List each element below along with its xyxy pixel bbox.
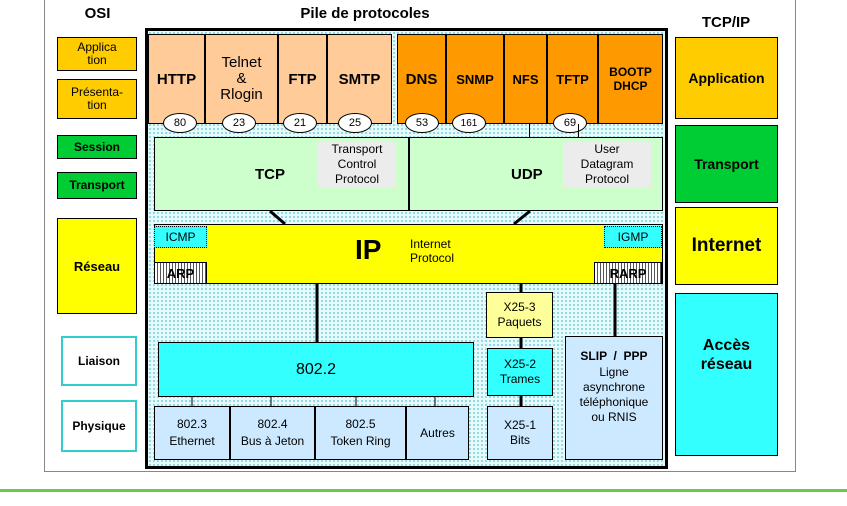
port-53: 53 xyxy=(405,113,439,133)
app-http: HTTP xyxy=(148,34,205,124)
icmp-box: ICMP xyxy=(154,226,207,248)
slip-ppp-description: Ligne asynchrone téléphonique ou RNIS xyxy=(579,365,649,424)
ip-band xyxy=(154,224,663,284)
port-161: 161 xyxy=(452,113,486,133)
osi-header: OSI xyxy=(84,5,111,22)
osi-network: Réseau xyxy=(57,218,137,314)
port-80: 80 xyxy=(163,113,197,133)
x25-bits: X25-1 Bits xyxy=(487,406,553,460)
slip-ppp-title: SLIP / PPP xyxy=(580,349,648,363)
ip-label: IP xyxy=(355,234,382,265)
ip-description: Internet Protocol xyxy=(410,237,455,265)
osi-session: Session xyxy=(57,135,137,159)
tcpip-network-access: Accès réseau xyxy=(675,293,778,456)
osi-physical: Physique xyxy=(61,400,137,452)
app-telnet-rlogin: Telnet & Rlogin xyxy=(205,34,278,124)
mac-802-5: 802.5 Token Ring xyxy=(315,406,406,460)
stack-header: Pile de protocoles xyxy=(300,5,430,22)
mac-others: Autres xyxy=(406,406,469,460)
rarp-box: RARP xyxy=(594,262,662,284)
osi-transport: Transport xyxy=(57,172,137,199)
port-21: 21 xyxy=(283,113,317,133)
connector-line xyxy=(529,124,530,137)
diagram-frame xyxy=(44,0,796,472)
x25-frames: X25-2 Trames xyxy=(487,348,553,396)
app-nfs: NFS xyxy=(504,34,547,124)
osi-presentation: Présenta- tion xyxy=(57,79,137,119)
app-snmp: SNMP xyxy=(446,34,504,124)
connector-line xyxy=(578,124,579,137)
mac-802-3: 802.3 Ethernet xyxy=(154,406,230,460)
app-bootp-dhcp: BOOTP DHCP xyxy=(598,34,663,124)
port-25: 25 xyxy=(338,113,372,133)
x25-packets: X25-3 Paquets xyxy=(486,292,553,338)
tcpip-internet: Internet xyxy=(675,207,778,285)
udp-label: UDP xyxy=(511,166,543,183)
tcp-label: TCP xyxy=(255,166,285,183)
igmp-box: IGMP xyxy=(604,226,662,248)
app-dns: DNS xyxy=(397,34,446,124)
arp-box: ARP xyxy=(154,262,207,284)
tcpip-application: Application xyxy=(675,37,778,119)
tcp-description: Transport Control Protocol xyxy=(318,142,396,187)
slip-ppp-box: SLIP / PPP Ligne asynchrone téléphonique… xyxy=(565,336,663,460)
port-69: 69 xyxy=(553,113,587,133)
tcpip-header: TCP/IP xyxy=(701,14,751,31)
app-ftp: FTP xyxy=(278,34,327,124)
udp-description: User Datagram Protocol xyxy=(563,142,651,187)
tcpip-transport: Transport xyxy=(675,125,778,203)
port-23: 23 xyxy=(222,113,256,133)
mac-802-4: 802.4 Bus à Jeton xyxy=(230,406,315,460)
osi-datalink: Liaison xyxy=(61,336,137,386)
llc-802-2: 802.2 xyxy=(158,342,474,397)
app-tftp: TFTP xyxy=(547,34,598,124)
osi-application: Applica tion xyxy=(57,37,137,71)
app-smtp: SMTP xyxy=(327,34,392,124)
footer-rule xyxy=(0,489,847,492)
